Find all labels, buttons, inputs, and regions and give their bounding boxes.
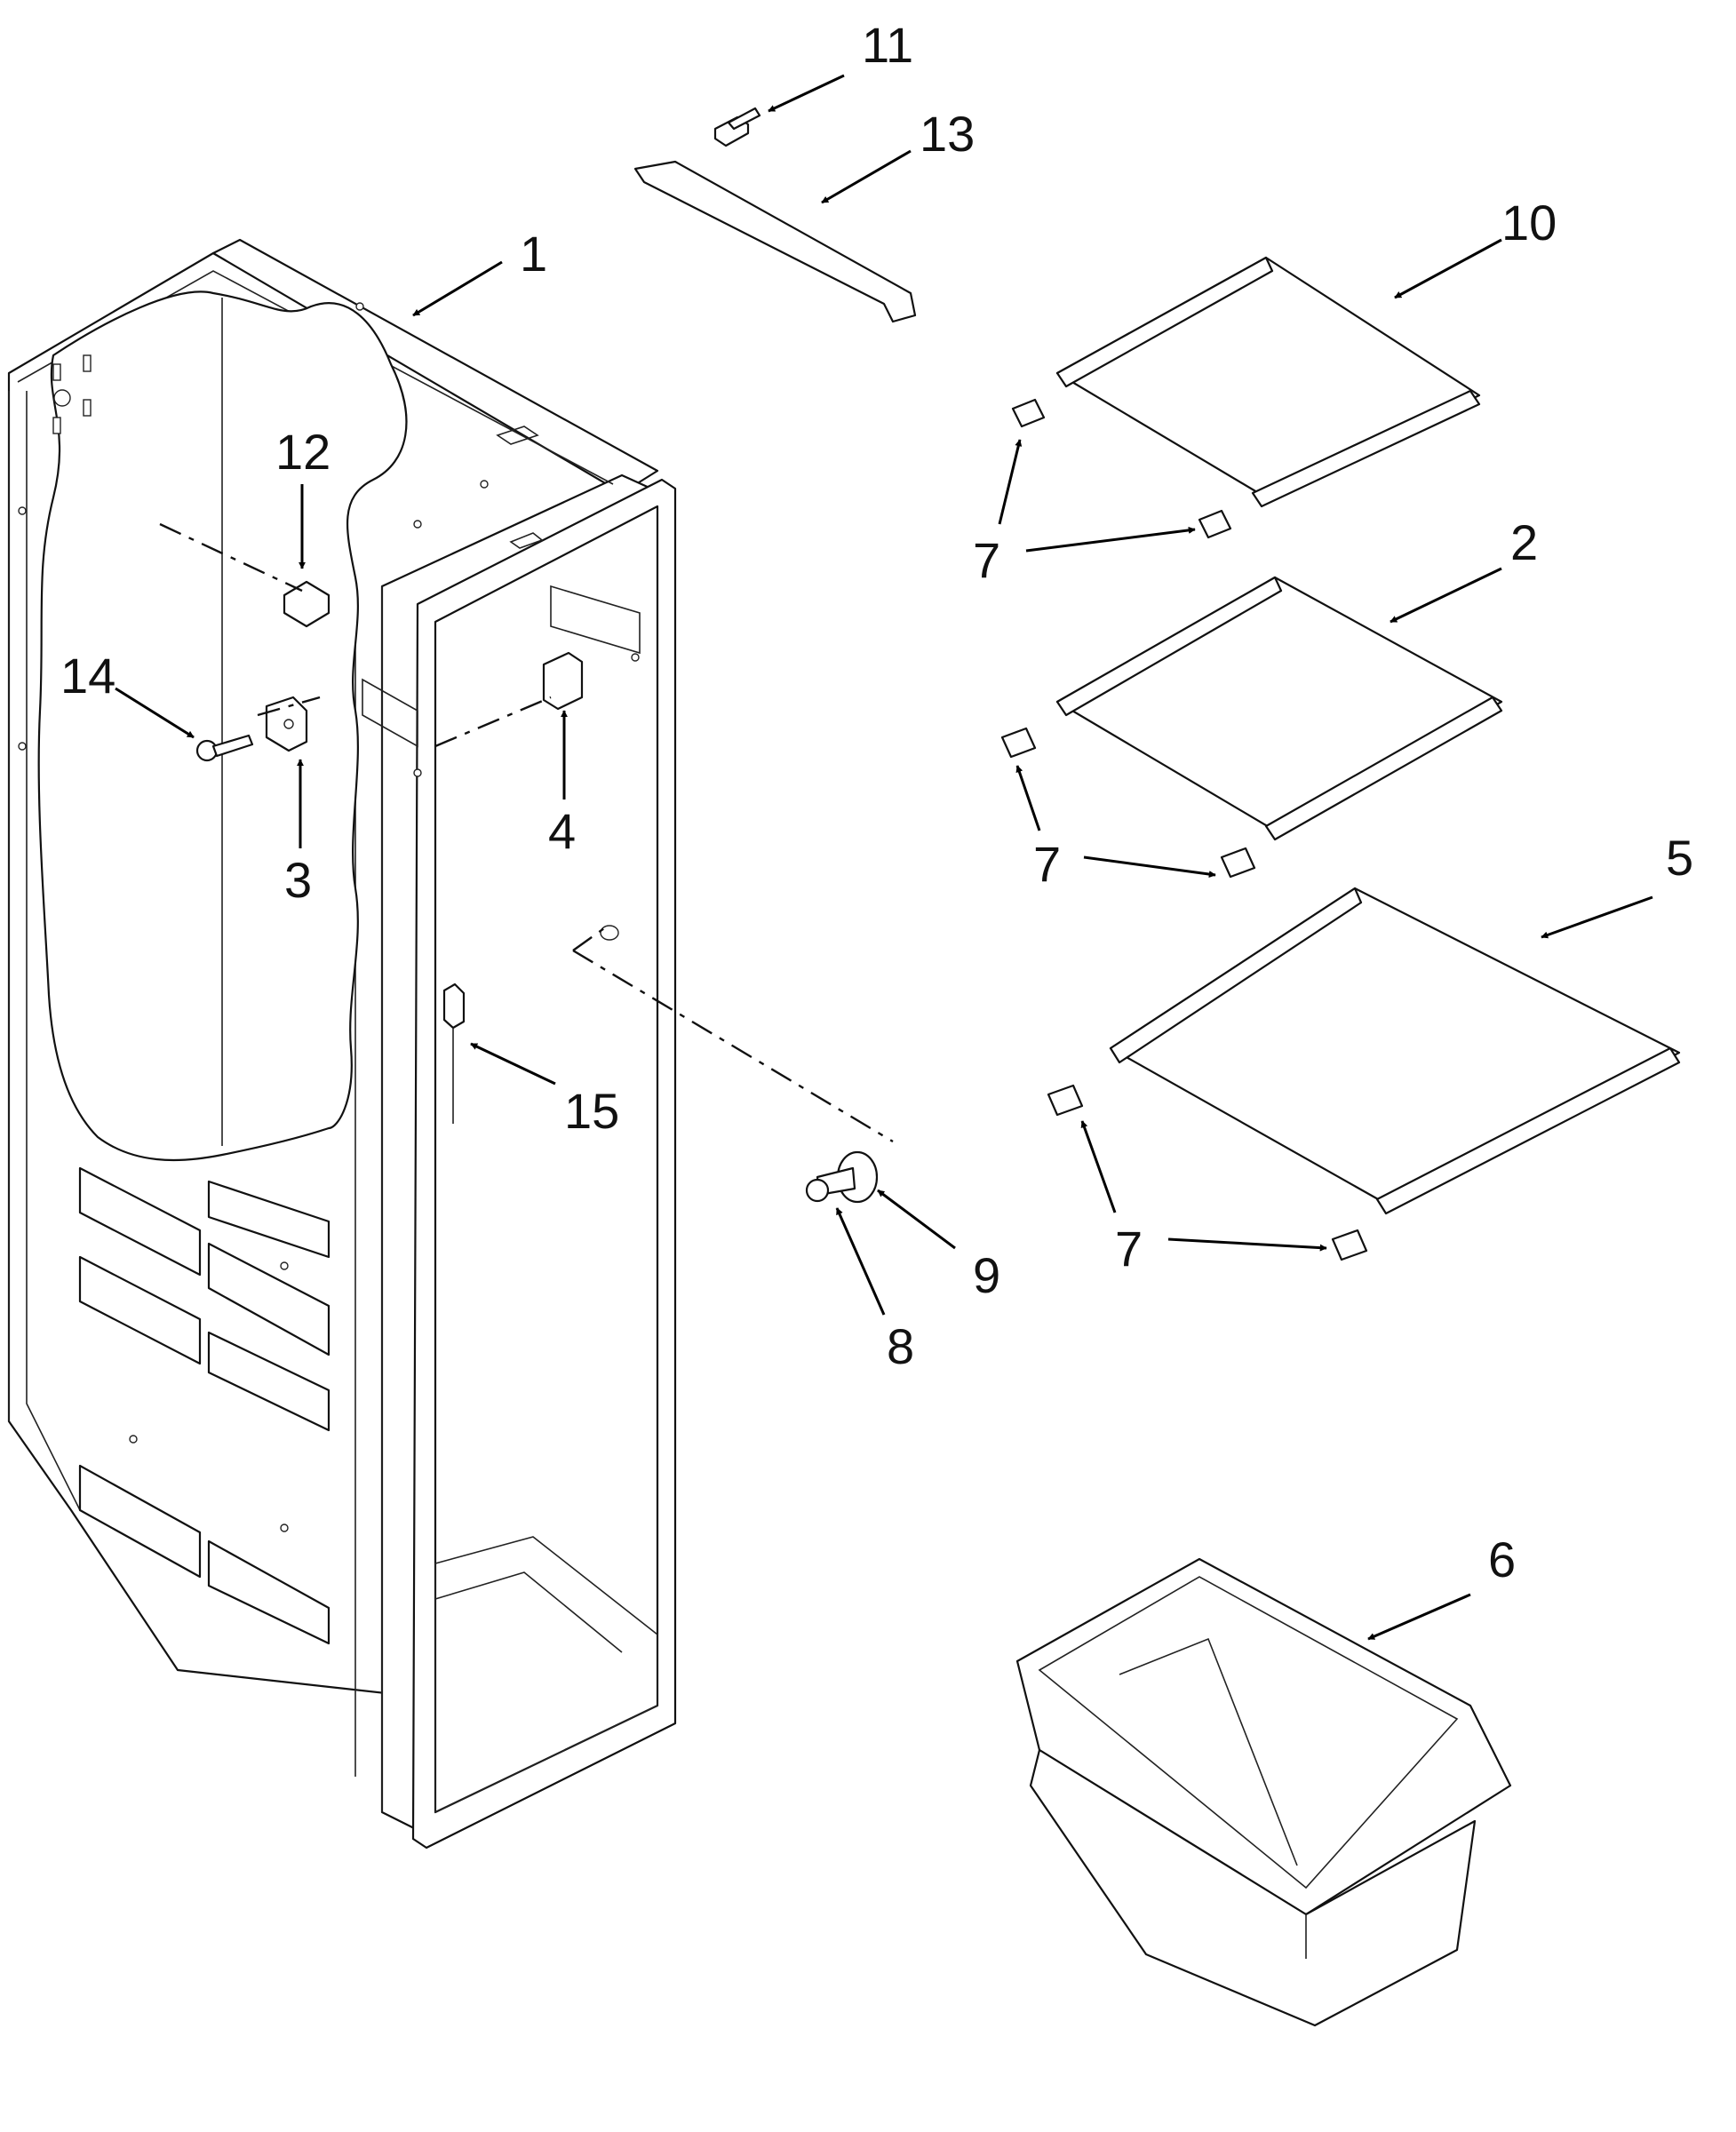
leader-1 [412, 260, 503, 317]
callout-7a: 7 [973, 532, 1000, 588]
assembly-line [159, 522, 303, 593]
leader-11 [768, 74, 845, 113]
shelf-part-10 [1011, 256, 1481, 539]
leader-6 [1367, 1593, 1471, 1641]
callout-12: 12 [275, 424, 330, 480]
callout-2: 2 [1510, 514, 1538, 570]
callout-9: 9 [973, 1247, 1000, 1303]
callout-6: 6 [1488, 1531, 1516, 1587]
shelf-part-5 [1047, 887, 1681, 1261]
callout-10: 10 [1501, 195, 1557, 251]
bracket-part-12 [283, 580, 330, 628]
refrigerator-liner [7, 238, 677, 1850]
leader-7f [1167, 1237, 1327, 1252]
callout-11: 11 [862, 17, 913, 73]
fastener-parts-8-9 [805, 1150, 879, 1204]
bracket-part-4 [542, 651, 584, 711]
callout-4: 4 [548, 803, 576, 859]
leader-5 [1541, 895, 1653, 939]
screw-part-11 [713, 107, 761, 147]
leader-10 [1394, 238, 1502, 299]
leader-2 [1390, 567, 1502, 624]
callout-8: 8 [887, 1318, 914, 1374]
assembly-line [434, 696, 552, 748]
callout-7c: 7 [1115, 1221, 1143, 1277]
leader-15 [470, 1042, 556, 1086]
callout-13: 13 [920, 106, 975, 162]
sensor-part-15 [442, 982, 466, 1124]
crisper-bin-part-6 [1015, 1557, 1512, 2027]
leader-7e [1080, 1120, 1117, 1213]
leader-8 [835, 1207, 886, 1316]
leader-7c [1015, 765, 1041, 831]
assembly-line [257, 696, 321, 717]
leader-9 [877, 1189, 956, 1250]
callout-5: 5 [1666, 830, 1693, 886]
leader-7d [1083, 855, 1216, 878]
callout-7b: 7 [1033, 836, 1061, 892]
callout-15: 15 [564, 1083, 619, 1139]
callout-14: 14 [60, 648, 115, 704]
assembly-line [572, 949, 894, 1143]
callout-1: 1 [520, 226, 547, 282]
leader-13 [821, 149, 912, 204]
mount-hole [600, 925, 619, 941]
shelf-bracket-part-13 [633, 160, 917, 323]
assembly-line [572, 927, 605, 951]
leader-7a [998, 439, 1023, 525]
leader-7b [1025, 526, 1196, 553]
leader-14 [115, 687, 195, 739]
shelf-part-2 [1000, 576, 1503, 879]
screw-part-14 [195, 734, 254, 762]
callout-3: 3 [284, 852, 312, 908]
